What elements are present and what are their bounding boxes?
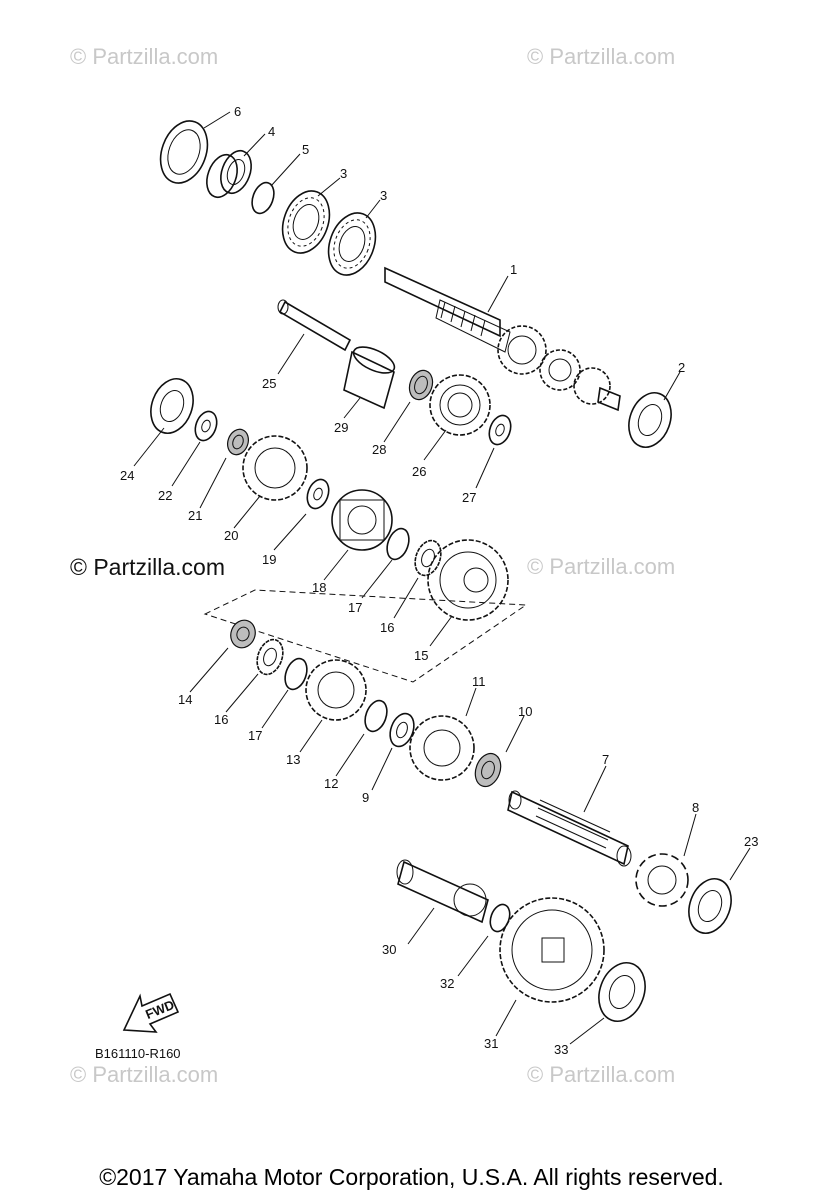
- callout-31: 31: [484, 1036, 498, 1051]
- part-17-circlip-b[interactable]: [281, 656, 311, 693]
- callout-17a: 17: [348, 600, 362, 615]
- callout-26: 26: [412, 464, 426, 479]
- fwd-label: FWD: [143, 997, 176, 1022]
- part-32-circlip[interactable]: [487, 902, 513, 934]
- callout-11: 11: [472, 674, 486, 689]
- watermark-bottom-left: © Partzilla.com: [70, 1062, 219, 1087]
- part-12-circlip[interactable]: [361, 698, 391, 735]
- part-13-gear[interactable]: [305, 659, 367, 721]
- part-23-bearing[interactable]: [682, 873, 739, 939]
- part-22-washer[interactable]: [191, 408, 220, 443]
- part-11-gear[interactable]: [409, 715, 475, 781]
- callout-20: 20: [224, 528, 238, 543]
- part-30-shaft[interactable]: [396, 859, 489, 924]
- part-2-bearing[interactable]: [622, 387, 679, 453]
- reference-code: B161110-R160: [95, 1046, 181, 1061]
- watermark-middle-right: © Partzilla.com: [527, 554, 676, 579]
- callout-5: 5: [302, 142, 309, 157]
- callout-21: 21: [188, 508, 202, 523]
- part-16-washer-a[interactable]: [411, 537, 446, 579]
- callout-12: 12: [324, 776, 338, 791]
- callout-7: 7: [602, 752, 609, 767]
- callout-25: 25: [262, 376, 276, 391]
- part-19-washer[interactable]: [303, 476, 332, 511]
- watermark-top-right: © Partzilla.com: [527, 44, 676, 69]
- part-8-sprocket-hub[interactable]: [635, 853, 689, 907]
- callout-9: 9: [362, 790, 369, 805]
- part-21-bushing[interactable]: [224, 426, 252, 457]
- callout-16a: 16: [380, 620, 394, 635]
- part-5-o-ring[interactable]: [248, 180, 278, 217]
- part-3-bearing-b[interactable]: [320, 206, 383, 281]
- part-25-shaft[interactable]: [277, 299, 352, 352]
- watermark-middle-left: © Partzilla.com: [70, 554, 225, 580]
- part-24-bearing[interactable]: [144, 373, 201, 439]
- callout-13: 13: [286, 752, 300, 767]
- callout-3a: 3: [340, 166, 347, 181]
- callout-4: 4: [268, 124, 275, 139]
- part-31-gear[interactable]: [499, 897, 605, 1003]
- callout-14: 14: [178, 692, 192, 707]
- callout-8: 8: [692, 800, 699, 815]
- part-16-washer-b[interactable]: [253, 636, 288, 678]
- callout-19: 19: [262, 552, 276, 567]
- part-10-needle-bearing[interactable]: [471, 750, 505, 790]
- part-17-circlip-a[interactable]: [383, 526, 413, 563]
- part-20-gear[interactable]: [242, 435, 308, 501]
- callouts: 6 4 5 3 3 1 2 25 29 28 26 27 24 22 21 20…: [120, 104, 758, 1057]
- part-29-collar[interactable]: [343, 342, 398, 410]
- callout-24: 24: [120, 468, 134, 483]
- callout-3b: 3: [380, 188, 387, 203]
- part-15-gear[interactable]: [427, 539, 509, 621]
- part-6-oil-seal[interactable]: [152, 114, 215, 189]
- part-4-collar[interactable]: [201, 147, 256, 202]
- part-3-bearing-a[interactable]: [274, 184, 337, 259]
- part-14-bushing[interactable]: [227, 617, 259, 652]
- part-26-gear[interactable]: [429, 374, 491, 436]
- fwd-arrow-icon: FWD: [122, 992, 180, 1033]
- callout-2: 2: [678, 360, 685, 375]
- callout-23: 23: [744, 834, 758, 849]
- callout-32: 32: [440, 976, 454, 991]
- watermark-top-left: © Partzilla.com: [70, 44, 219, 69]
- part-33-bearing[interactable]: [591, 956, 653, 1027]
- part-9-washer[interactable]: [386, 710, 418, 749]
- callout-33: 33: [554, 1042, 568, 1057]
- callout-22: 22: [158, 488, 172, 503]
- callout-1: 1: [510, 262, 517, 277]
- callout-16b: 16: [214, 712, 228, 727]
- leader-lines: [133, 111, 751, 1045]
- copyright-notice: ©2017 Yamaha Motor Corporation, U.S.A. A…: [99, 1164, 724, 1190]
- callout-30: 30: [382, 942, 396, 957]
- callout-17b: 17: [248, 728, 262, 743]
- part-28-needle-bearing[interactable]: [406, 367, 437, 403]
- watermark-bottom-right: © Partzilla.com: [527, 1062, 676, 1087]
- callout-15: 15: [414, 648, 428, 663]
- callout-27: 27: [462, 490, 476, 505]
- callout-29: 29: [334, 420, 348, 435]
- part-1-main-axle[interactable]: [384, 266, 621, 412]
- callout-6: 6: [234, 104, 241, 119]
- callout-28: 28: [372, 442, 386, 457]
- part-18-hub[interactable]: [331, 489, 393, 551]
- callout-18: 18: [312, 580, 326, 595]
- part-7-drive-axle[interactable]: [507, 790, 632, 867]
- callout-10: 10: [518, 704, 532, 719]
- part-27-washer[interactable]: [485, 412, 514, 447]
